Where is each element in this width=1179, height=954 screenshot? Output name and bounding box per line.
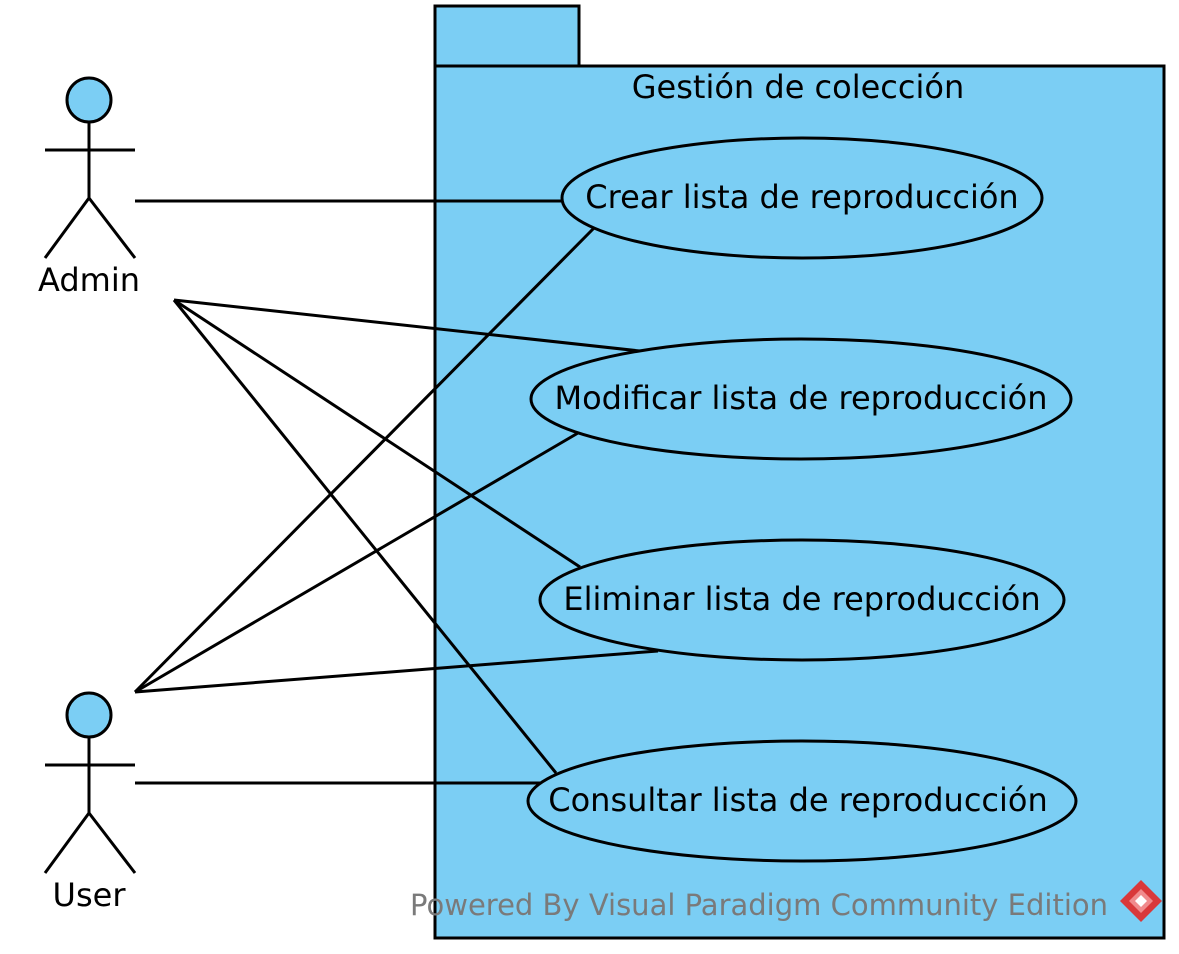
visual-paradigm-logo-icon — [1120, 880, 1162, 922]
actor-head — [65, 76, 113, 124]
actor-leg-left — [43, 197, 91, 259]
actor-user[interactable] — [43, 691, 137, 874]
use-case-ellipse — [560, 136, 1044, 260]
associations — [133, 199, 659, 785]
actor-user-label: User — [53, 876, 127, 914]
use-case-crear-lista[interactable]: Crear lista de reproducción — [560, 136, 1044, 260]
use-case-ellipse — [538, 538, 1066, 662]
package-tab — [433, 4, 581, 68]
use-case-label: Modificar lista de reproducción — [554, 379, 1047, 417]
association-admin-modificar[interactable] — [173, 298, 641, 353]
use-case-modificar-lista[interactable]: Modificar lista de reproducción — [529, 337, 1073, 461]
use-case-eliminar-lista[interactable]: Eliminar lista de reproducción — [538, 538, 1066, 662]
association-admin-consultar[interactable] — [172, 299, 558, 774]
association-user-modificar[interactable] — [134, 431, 579, 694]
actor-leg-right — [87, 812, 137, 874]
actor-admin[interactable] — [43, 76, 137, 259]
association-user-eliminar[interactable] — [134, 649, 659, 694]
use-case-label: Consultar lista de reproducción — [548, 781, 1048, 819]
actor-leg-left — [43, 812, 91, 874]
use-case-consultar-lista[interactable]: Consultar lista de reproducción — [526, 739, 1078, 863]
association-user-crear[interactable] — [133, 226, 596, 694]
actor-head — [65, 691, 113, 739]
actor-admin-label: Admin — [38, 261, 140, 299]
use-case-ellipse — [529, 337, 1073, 461]
actor-leg-right — [87, 197, 137, 259]
use-case-label: Crear lista de reproducción — [585, 178, 1018, 216]
watermark-text: Powered By Visual Paradigm Community Edi… — [410, 888, 1108, 922]
use-case-label: Eliminar lista de reproducción — [563, 580, 1040, 618]
package-title: Gestión de colección — [632, 68, 964, 106]
use-case-ellipse — [526, 739, 1078, 863]
association-admin-eliminar[interactable] — [173, 298, 581, 569]
